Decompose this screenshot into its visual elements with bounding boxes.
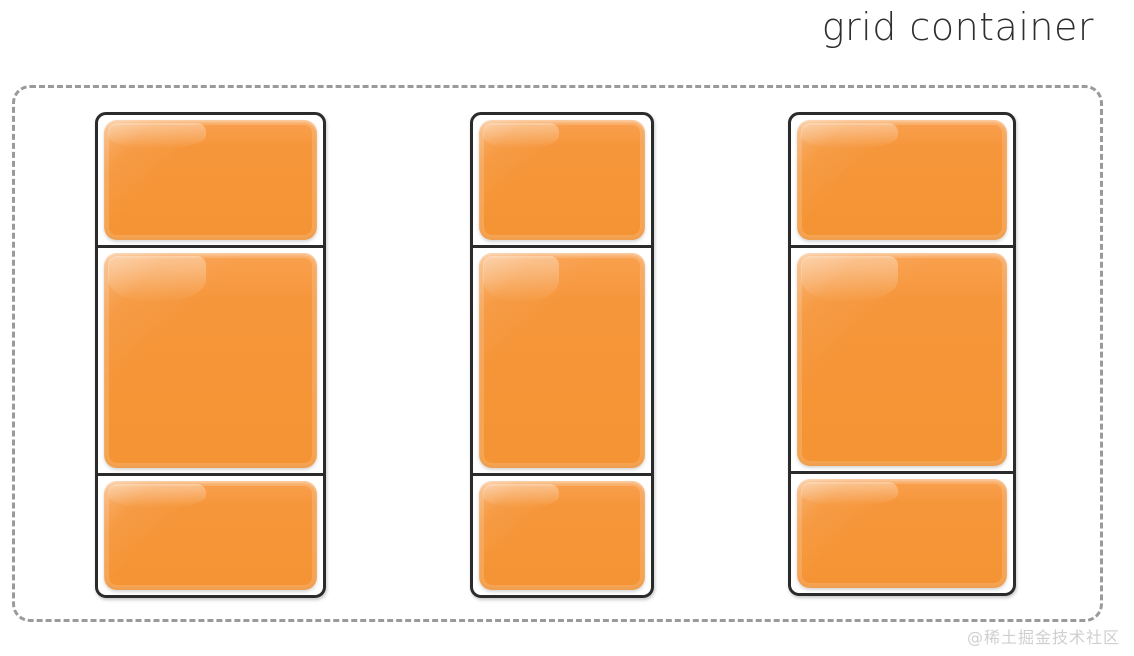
grid-item-1-3 (104, 481, 317, 590)
grid-item-1-2 (104, 253, 317, 468)
grid-column-2 (470, 112, 654, 598)
grid-item-2-1 (479, 120, 645, 240)
grid-item-3-3 (797, 479, 1007, 588)
page-title: grid container (821, 5, 1094, 49)
grid-cell-3-3 (791, 471, 1013, 593)
grid-container (12, 85, 1103, 622)
grid-cell-1-1 (98, 115, 323, 245)
grid-item-3-2 (797, 253, 1007, 466)
grid-cell-1-3 (98, 473, 323, 595)
grid-column-1 (95, 112, 326, 598)
grid-item-2-3 (479, 481, 645, 590)
grid-cell-2-2 (473, 245, 651, 473)
grid-cell-1-2 (98, 245, 323, 473)
grid-cell-3-2 (791, 245, 1013, 471)
grid-column-3 (788, 112, 1016, 596)
grid-item-2-2 (479, 253, 645, 468)
grid-cell-2-3 (473, 473, 651, 595)
watermark: @稀土掘金技术社区 (966, 628, 1120, 647)
grid-cell-2-1 (473, 115, 651, 245)
grid-item-1-1 (104, 120, 317, 240)
grid-cell-3-1 (791, 115, 1013, 245)
grid-item-3-1 (797, 120, 1007, 240)
